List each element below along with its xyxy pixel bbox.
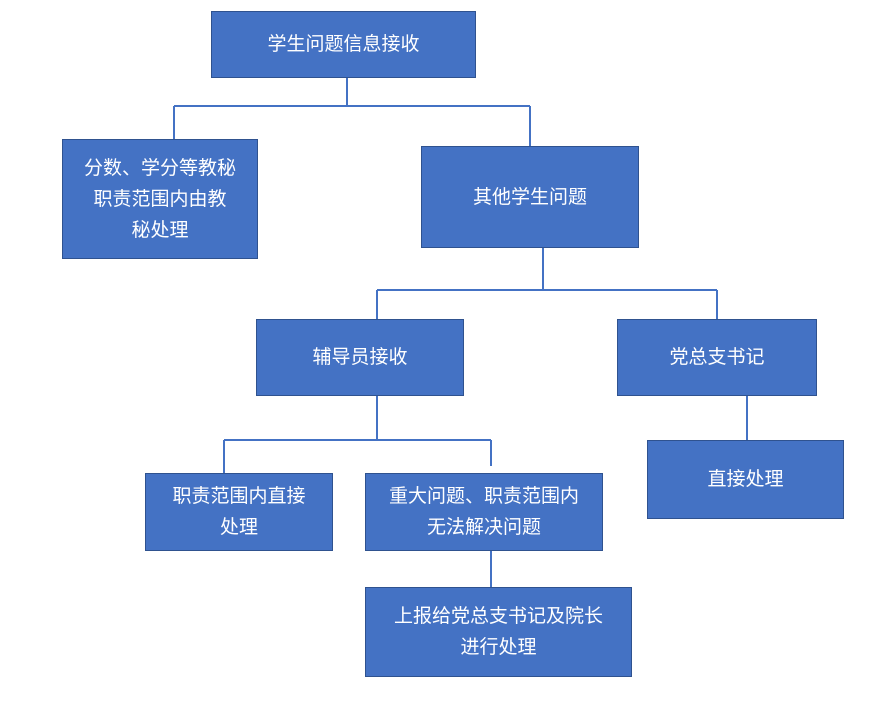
node-student-issue-receive: 学生问题信息接收 bbox=[211, 11, 476, 78]
node-major-issue: 重大问题、职责范围内 无法解决问题 bbox=[365, 473, 603, 551]
node-within-scope-handle: 职责范围内直接 处理 bbox=[145, 473, 333, 551]
node-party-secretary: 党总支书记 bbox=[617, 319, 817, 396]
node-report-to-leaders: 上报给党总支书记及院长 进行处理 bbox=[365, 587, 632, 677]
node-direct-handle: 直接处理 bbox=[647, 440, 844, 519]
node-other-student-issues: 其他学生问题 bbox=[421, 146, 639, 248]
node-scores-academic-secretary: 分数、学分等教秘 职责范围内由教 秘处理 bbox=[62, 139, 258, 259]
node-counselor-receive: 辅导员接收 bbox=[256, 319, 464, 396]
